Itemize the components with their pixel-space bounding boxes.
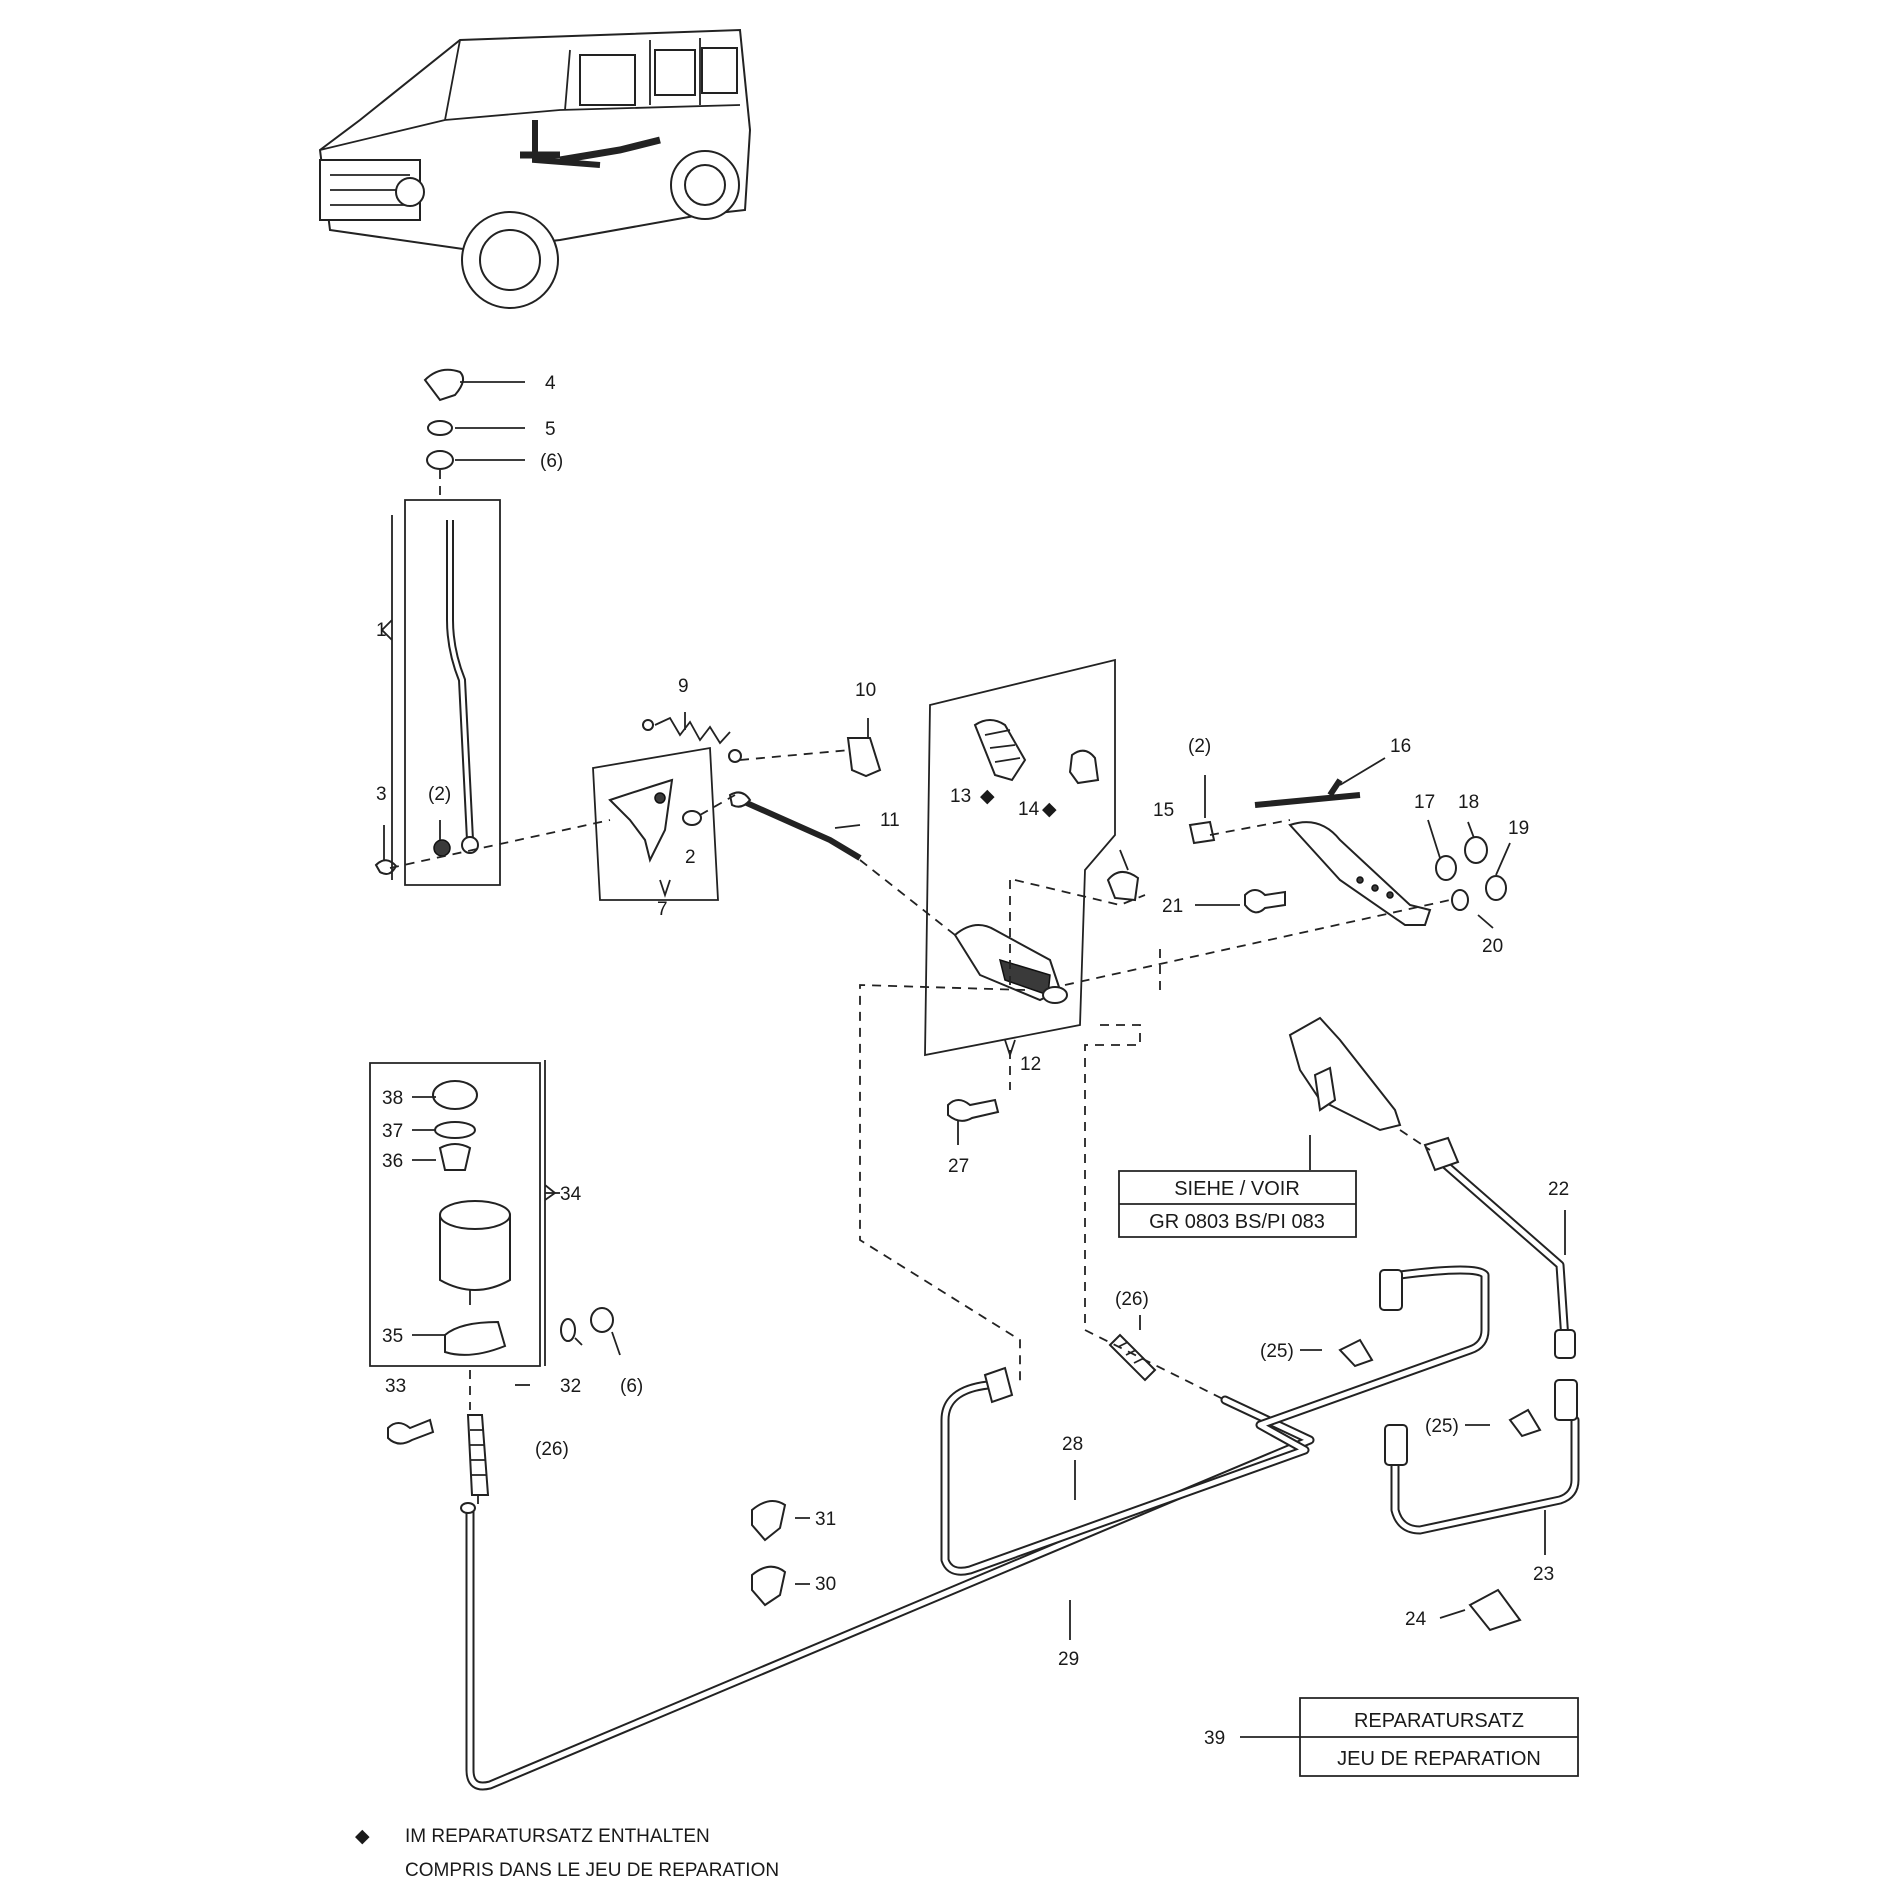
callout-26: (26) [535, 1439, 569, 1460]
callout-25: (25) [1425, 1416, 1459, 1437]
callout-13: 13 [950, 786, 971, 807]
callout-38: 38 [382, 1088, 403, 1109]
callout-19: 19 [1508, 818, 1529, 839]
callout-39: 39 [1204, 1728, 1225, 1749]
brake-pipes [460, 1136, 1580, 1791]
callout-6: (6) [620, 1376, 643, 1397]
parts [374, 368, 1542, 1632]
callout-6: (6) [540, 451, 563, 472]
callout-30: 30 [815, 1574, 836, 1595]
callout-26: (26) [1115, 1289, 1149, 1310]
callout-5: 5 [545, 419, 556, 440]
callout-35: 35 [382, 1326, 403, 1347]
callout-24: 24 [1405, 1609, 1427, 1630]
callout-3: 3 [376, 784, 387, 805]
callout-14: 14 [1018, 799, 1040, 820]
callout-10: 10 [855, 680, 876, 701]
footnote: ◆ IM REPARATURSATZ ENTHALTEN COMPRIS DAN… [355, 1826, 779, 1881]
footnote-line2: COMPRIS DANS LE JEU DE REPARATION [405, 1860, 779, 1881]
callout-2: 2 [685, 847, 696, 868]
leader-lines [380, 381, 1566, 1738]
callout-29: 29 [1058, 1649, 1079, 1670]
repair-box-line2: JEU DE REPARATION [1337, 1748, 1541, 1770]
callout-21: 21 [1162, 896, 1183, 917]
callout-37: 37 [382, 1121, 403, 1142]
dashed-leaders [389, 470, 1451, 1505]
callout-31: 31 [815, 1509, 836, 1530]
vehicle-illustration [318, 28, 752, 309]
callout-34: 34 [560, 1184, 582, 1205]
repair-kit-marker-13: ◆ [980, 786, 995, 807]
callout-23: 23 [1533, 1564, 1554, 1585]
callout-2: (2) [1188, 736, 1211, 757]
callout-28: 28 [1062, 1434, 1083, 1455]
callout-12: 12 [1020, 1054, 1041, 1075]
repair-box-line1: REPARATURSATZ [1354, 1710, 1524, 1732]
callout-22: 22 [1548, 1179, 1569, 1200]
see-box-line1: SIEHE / VOIR [1174, 1178, 1300, 1200]
callout-4: 4 [545, 373, 556, 394]
callout-32: 32 [560, 1376, 581, 1397]
callout-15: 15 [1153, 800, 1174, 821]
callout-7: 7 [657, 899, 668, 920]
callout-36: 36 [382, 1151, 403, 1172]
footnote-line1: IM REPARATURSATZ ENTHALTEN [405, 1826, 710, 1847]
repair-kit-marker-14: ◆ [1042, 799, 1057, 820]
callout-27: 27 [948, 1156, 969, 1177]
callout-18: 18 [1458, 792, 1479, 813]
see-box-line2: GR 0803 BS/PI 083 [1149, 1211, 1325, 1233]
callout-20: 20 [1482, 936, 1503, 957]
callout-25: (25) [1260, 1341, 1294, 1362]
callout-2: (2) [428, 784, 451, 805]
frames [369, 499, 1579, 1777]
callout-11: 11 [880, 810, 900, 831]
callout-1: 1 [376, 620, 387, 641]
callout-33: 33 [385, 1376, 406, 1397]
callout-labels: 4 5 (6) 1 3 (2) 9 10 11 2 7 13 14 12 15 … [376, 373, 1569, 1749]
reference-boxes: SIEHE / VOIR GR 0803 BS/PI 083 REPARATUR… [1149, 1178, 1541, 1770]
callout-16: 16 [1390, 736, 1411, 757]
callout-17: 17 [1414, 792, 1435, 813]
callout-9: 9 [678, 676, 689, 697]
footnote-symbol: ◆ [355, 1826, 370, 1847]
